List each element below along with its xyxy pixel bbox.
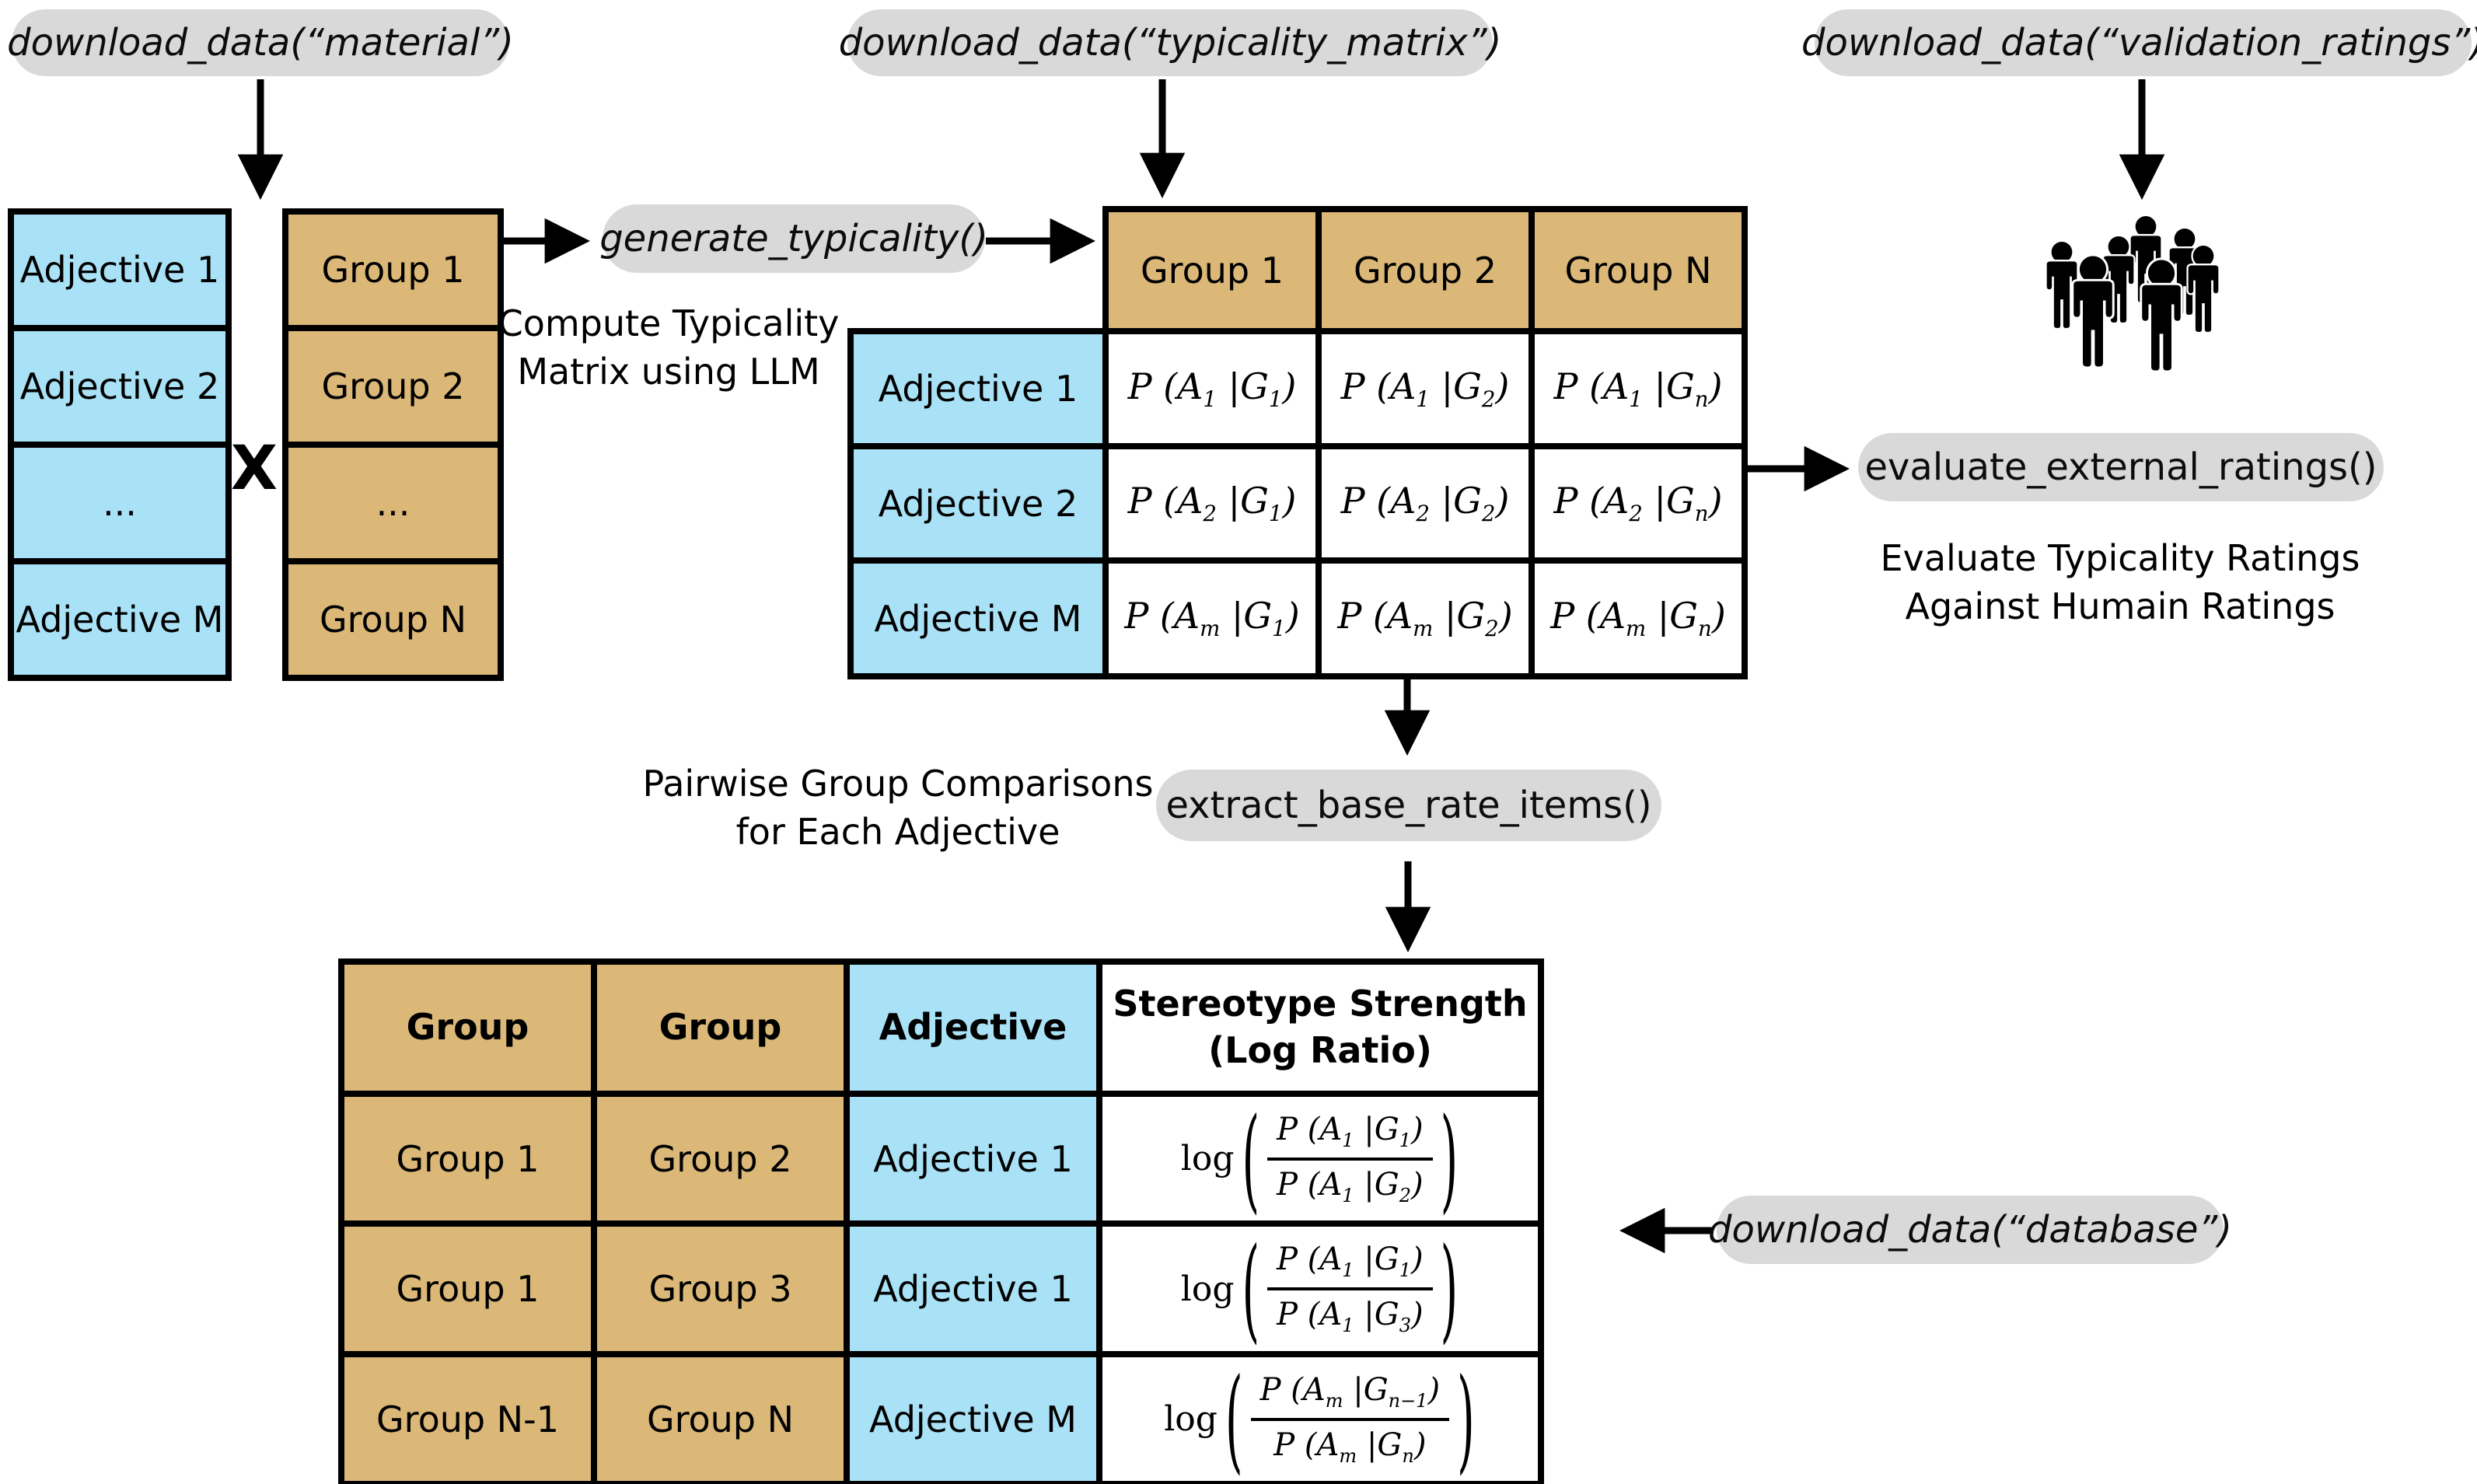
matrix-corner-cell: [851, 209, 1106, 331]
open-paren: (: [1242, 1092, 1260, 1225]
fraction-numerator: P (Am |Gn−1): [1250, 1372, 1450, 1421]
matrix-cell: P (A1 |G2): [1315, 328, 1535, 449]
matrix-col-header: Group 1: [1102, 206, 1322, 334]
caption-compute-line1: Compute Typicality: [498, 302, 840, 344]
row-log-ratio: log ( P (A1 |G1) P (A1 |G2) ): [1096, 1091, 1544, 1227]
group-list-cell: Group 2: [282, 325, 504, 448]
matrix-cell: P (A2 |G2): [1315, 443, 1535, 564]
fraction-numerator: P (A1 |G1): [1267, 1112, 1433, 1161]
adjective-list-cell: Adjective M: [8, 558, 232, 681]
group-list-cell: Group 1: [282, 208, 504, 331]
fraction-denominator: P (Am |Gn): [1273, 1426, 1427, 1467]
matrix-cell: P (Am |Gn): [1528, 557, 1748, 679]
open-paren: (: [1225, 1353, 1243, 1484]
log-label: log: [1180, 1139, 1235, 1178]
close-paren: ): [1440, 1223, 1459, 1355]
caption-evaluate-ratings: Evaluate Typicality Ratings Against Huma…: [1848, 535, 2392, 630]
caption-pairwise-line2: for Each Adjective: [735, 810, 1060, 853]
base-rate-header-row: Group Group Adjective Stereotype Strengt…: [338, 958, 1544, 1097]
log-label: log: [1180, 1269, 1235, 1309]
typicality-matrix-table: Group 1 Group 2 Group N Adjective 1 P (A…: [847, 206, 1748, 679]
pill-download-material: download_data(“material”): [7, 9, 514, 76]
fraction-numerator: P (A1 |G1): [1267, 1241, 1433, 1290]
row-log-ratio: log ( P (A1 |G1) P (A1 |G3) ): [1096, 1220, 1544, 1357]
caption-pairwise-line1: Pairwise Group Comparisons: [642, 763, 1154, 805]
base-rate-table: Group Group Adjective Stereotype Strengt…: [338, 958, 1544, 1484]
crowd-people-icon: [2031, 207, 2222, 410]
cartesian-product-x: X: [230, 434, 278, 504]
strength-header-line2: (Log Ratio): [1208, 1029, 1432, 1071]
pill-download-validation-ratings: download_data(“validation_ratings”): [1801, 9, 2477, 76]
group-list-cell: ...: [282, 442, 504, 564]
matrix-cell: P (A2 |Gn): [1528, 443, 1748, 564]
matrix-cell: P (A1 |G1): [1102, 328, 1322, 449]
row-log-ratio: log ( P (Am |Gn−1) P (Am |Gn) ): [1096, 1351, 1544, 1484]
strength-header-line1: Stereotype Strength: [1113, 983, 1528, 1025]
adjective-list-cell: Adjective 2: [8, 325, 232, 448]
caption-pairwise-comparisons: Pairwise Group Comparisons for Each Adje…: [626, 760, 1170, 856]
matrix-row-header: Adjective M: [847, 557, 1109, 679]
row-group-a: Group N-1: [338, 1351, 597, 1484]
pill-evaluate-external-ratings: evaluate_external_ratings(): [1858, 433, 2384, 501]
matrix-row-header: Adjective 2: [847, 443, 1109, 564]
pill-extract-base-rate-items: extract_base_rate_items(): [1156, 770, 1661, 841]
log-fraction: P (A1 |G1) P (A1 |G2): [1267, 1112, 1433, 1206]
close-paren: ): [1457, 1353, 1475, 1484]
matrix-cell: P (A2 |G1): [1102, 443, 1322, 564]
group-list-table: Group 1 Group 2 ... Group N: [282, 208, 504, 681]
row-adjective: Adjective 1: [844, 1091, 1102, 1227]
close-paren: ): [1440, 1092, 1459, 1225]
matrix-cell: P (A1 |Gn): [1528, 328, 1748, 449]
caption-compute-typicality: Compute Typicality Matrix using LLM: [451, 300, 886, 396]
row-group-b: Group 3: [591, 1220, 850, 1357]
row-group-a: Group 1: [338, 1091, 597, 1227]
matrix-row-header: Adjective 1: [847, 328, 1109, 449]
base-rate-row: Group 1 Group 2 Adjective 1 log ( P (A1 …: [338, 1091, 1544, 1227]
adjective-list-cell: ...: [8, 442, 232, 564]
pill-download-database: download_data(“database”): [1708, 1196, 2232, 1264]
base-rate-header-group-a: Group: [338, 958, 597, 1097]
matrix-col-header: Group 2: [1315, 206, 1535, 334]
log-fraction: P (A1 |G1) P (A1 |G3): [1267, 1241, 1433, 1336]
base-rate-header-group-b: Group: [591, 958, 850, 1097]
adjective-list-cell: Adjective 1: [8, 208, 232, 331]
adjective-list-table: Adjective 1 Adjective 2 ... Adjective M: [8, 208, 232, 681]
matrix-cell: P (Am |G2): [1315, 557, 1535, 679]
open-paren: (: [1242, 1223, 1260, 1355]
caption-evaluate-line1: Evaluate Typicality Ratings: [1880, 537, 2360, 579]
base-rate-row: Group 1 Group 3 Adjective 1 log ( P (A1 …: [338, 1220, 1544, 1357]
row-adjective: Adjective 1: [844, 1220, 1102, 1357]
row-adjective: Adjective M: [844, 1351, 1102, 1484]
base-rate-header-strength: Stereotype Strength (Log Ratio): [1096, 958, 1544, 1097]
caption-compute-line2: Matrix using LLM: [517, 350, 820, 393]
log-fraction: P (Am |Gn−1) P (Am |Gn): [1250, 1372, 1450, 1467]
base-rate-header-adjective: Adjective: [844, 958, 1102, 1097]
group-list-cell: Group N: [282, 558, 504, 681]
matrix-col-header: Group N: [1528, 206, 1748, 334]
log-label: log: [1164, 1399, 1218, 1439]
caption-evaluate-line2: Against Humain Ratings: [1905, 585, 2336, 627]
row-group-a: Group 1: [338, 1220, 597, 1357]
pill-download-typicality-matrix: download_data(“typicality_matrix”): [839, 9, 1501, 76]
matrix-cell: P (Am |G1): [1102, 557, 1322, 679]
row-group-b: Group N: [591, 1351, 850, 1484]
fraction-denominator: P (A1 |G3): [1277, 1297, 1424, 1336]
fraction-denominator: P (A1 |G2): [1277, 1166, 1424, 1206]
base-rate-row: Group N-1 Group N Adjective M log ( P (A…: [338, 1351, 1544, 1484]
row-group-b: Group 2: [591, 1091, 850, 1227]
pill-generate-typicality: generate_typicality(): [599, 204, 988, 273]
